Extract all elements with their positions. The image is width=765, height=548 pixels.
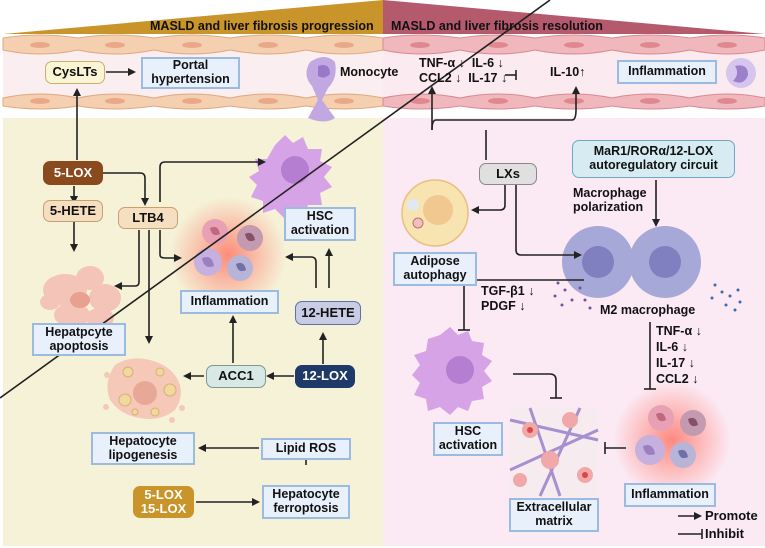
m2-macrophage-label: M2 macrophage xyxy=(600,303,696,317)
cytokines-row2: CCL2 ↓ IL-17 ↓ xyxy=(419,71,508,85)
five-fifteen-lox-node: 5-LOX 15-LOX xyxy=(133,486,194,518)
pdgf-label: PDGF ↓ xyxy=(481,299,526,313)
ltb4-node: LTB4 xyxy=(118,207,178,229)
il10-label: IL-10↑ xyxy=(550,65,586,79)
macrophage-polarization-label: Macrophage polarization xyxy=(573,186,647,214)
five-lox-label: 5-LOX xyxy=(144,486,183,502)
il17-label: IL-17 ↓ xyxy=(656,356,695,370)
ccl2-label: CCL2 ↓ xyxy=(656,372,699,386)
mar1-circuit-node: MaR1/RORα/12-LOX autoregulatory circuit xyxy=(572,140,735,178)
hepatocyte-lipogenesis-box: Hepatocyte lipogenesis xyxy=(91,432,195,465)
inflammation-glow-right xyxy=(614,382,730,498)
immune-cells-right xyxy=(635,405,706,468)
legend-promote: Promote xyxy=(705,508,758,523)
cytokine-dots xyxy=(553,281,592,310)
extracellular-matrix-box: Extracellular matrix xyxy=(509,498,599,532)
progression-title: MASLD and liver fibrosis progression xyxy=(150,19,374,33)
hsc-activation-box-right: HSC activation xyxy=(433,422,503,456)
inflammation-box-right: Inflammation xyxy=(624,483,716,507)
five-lox-node: 5-LOX xyxy=(43,161,103,185)
extracellular-matrix-image xyxy=(509,407,599,497)
resolution-title: MASLD and liver fibrosis resolution xyxy=(391,19,603,33)
twelve-hete-node: 12-HETE xyxy=(295,301,361,325)
inflammation-box-left: Inflammation xyxy=(180,290,279,314)
il6-label: IL-6 ↓ xyxy=(656,340,688,354)
resolution-wedge xyxy=(383,0,765,34)
five-hete-node: 5-HETE xyxy=(43,200,103,222)
acc1-node: ACC1 xyxy=(206,365,266,388)
adipocyte-cell xyxy=(401,179,469,247)
m2-macrophage-cells xyxy=(562,226,701,298)
monocyte-label: Monocyte xyxy=(340,65,399,79)
tnf-a-label: TNF-α ↓ xyxy=(656,324,702,338)
hepatocyte-ferroptosis-box: Hepatocyte ferroptosis xyxy=(262,485,350,519)
monocyte-cell xyxy=(306,57,336,122)
portal-hypertension-box: Portal hypertension xyxy=(141,57,240,89)
immune-cells-left xyxy=(194,219,263,281)
inflammation-glow-left xyxy=(170,197,286,313)
tgf-b1-label: TGF-β1 ↓ xyxy=(481,284,535,298)
cyslts-node: CysLTs xyxy=(45,61,105,84)
fifteen-lox-label: 15-LOX xyxy=(140,501,187,516)
hsc-cell-left xyxy=(249,135,332,219)
progression-wedge xyxy=(3,0,383,34)
endothelium-bottom xyxy=(2,93,765,110)
vessel-inflammation-box: Inflammation xyxy=(617,60,717,84)
lipid-laden-hepatocyte xyxy=(103,358,185,423)
immune-cell-vessel xyxy=(726,58,756,88)
cytokines-row1: TNF-α ↓ IL-6 ↓ xyxy=(419,56,504,70)
lxs-node: LXs xyxy=(479,163,537,185)
hepatocyte-apoptosis-box: Hepatpcyte apoptosis xyxy=(32,323,126,356)
twelve-lox-node: 12-LOX xyxy=(295,365,355,388)
legend-inhibit: Inhibit xyxy=(705,526,744,541)
adipose-autophagy-box: Adipose autophagy xyxy=(393,252,477,286)
lipid-ros-box: Lipid ROS xyxy=(261,438,351,460)
hsc-activation-box-left: HSC activation xyxy=(284,207,356,241)
hsc-cell-right xyxy=(412,327,492,415)
apoptotic-hepatocyte xyxy=(40,266,121,328)
